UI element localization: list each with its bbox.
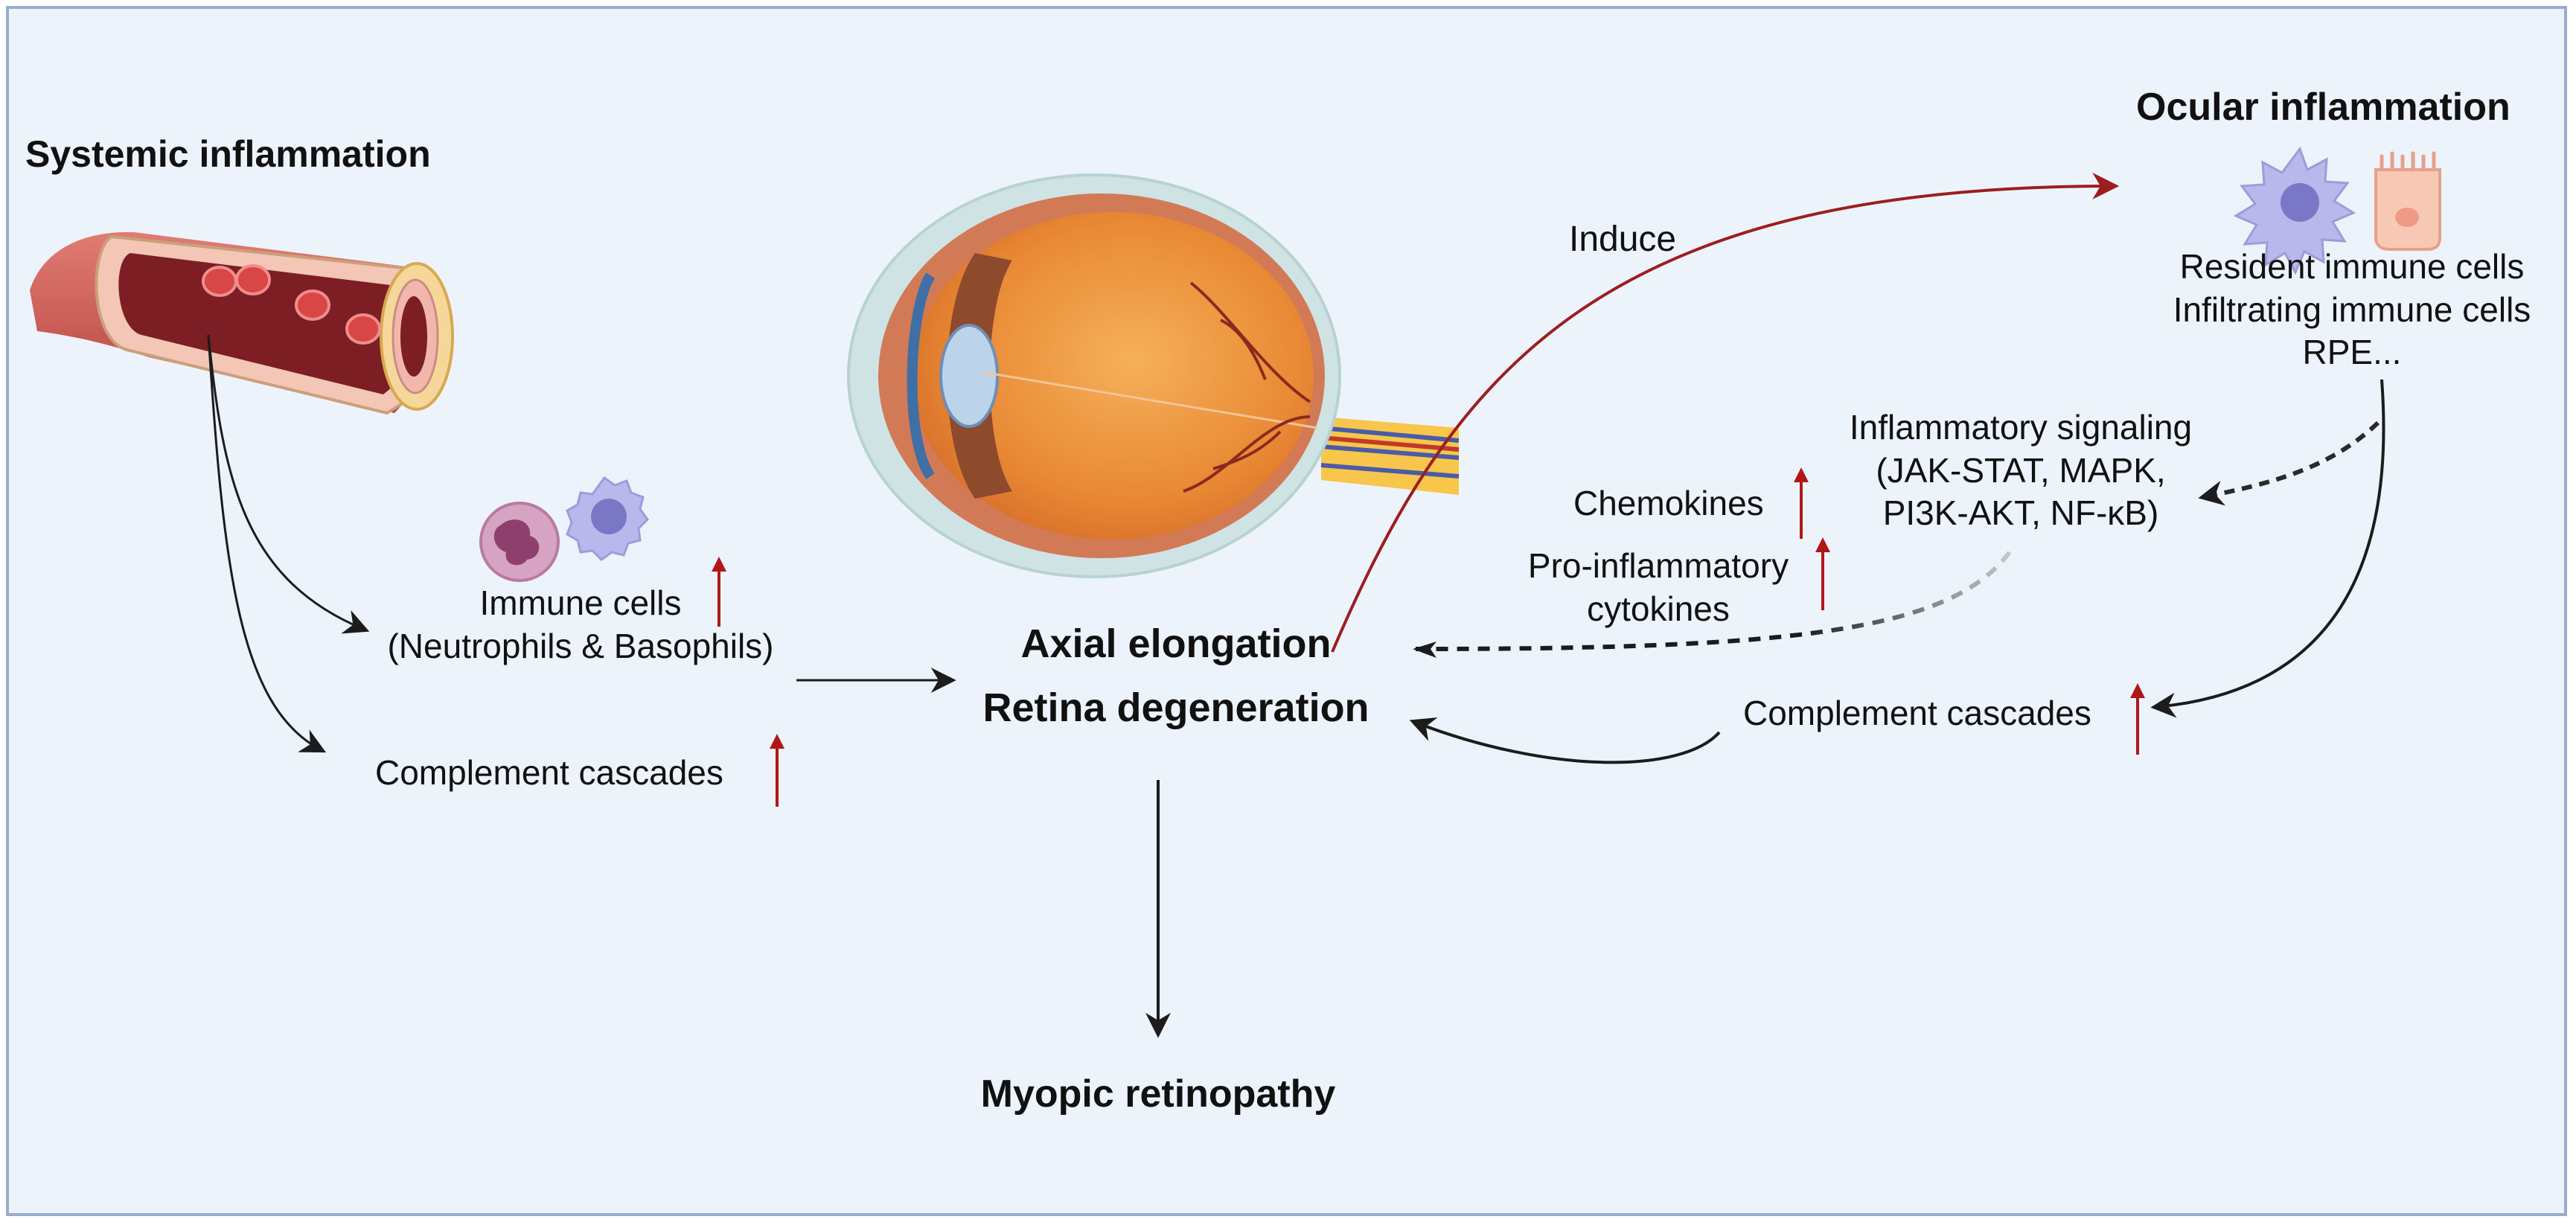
- retina-degeneration-label: Retina degeneration: [982, 685, 1370, 730]
- increase-arrow-systemic-complement: [770, 734, 784, 807]
- myopic-retinopathy-label: Myopic retinopathy: [980, 1072, 1336, 1116]
- arrow-cytokines-to-center: [1415, 551, 2012, 651]
- systemic-inflammation-title: Systemic inflammation: [25, 133, 431, 175]
- induce-arrow: [1331, 173, 2120, 653]
- chemokines-label: Chemokines: [1573, 484, 1764, 522]
- arrow-vessel-to-immune-cells: [207, 334, 370, 634]
- increase-arrow-immune-cells: [712, 557, 726, 627]
- increase-arrow-cytokines: [1815, 537, 1830, 610]
- rpe-cell-icon: [2374, 151, 2441, 251]
- signaling-line1: Inflammatory signaling: [1849, 408, 2193, 447]
- ocular-cells-line1: Resident immune cells: [2179, 247, 2525, 286]
- signaling-line2: (JAK-STAT, MAPK,: [1876, 450, 2166, 490]
- arrow-vessel-to-complement: [207, 334, 327, 753]
- cytokines-line2: cytokines: [1587, 589, 1730, 628]
- induce-label: Induce: [1569, 220, 1677, 259]
- ocular-cells-line3: RPE...: [2302, 333, 2402, 371]
- ocular-complement-label: Complement cascades: [1743, 694, 2091, 732]
- axial-elongation-label: Axial elongation: [1020, 621, 1332, 666]
- resident-immune-cell-icon: [2233, 146, 2356, 275]
- systemic-complement-label: Complement cascades: [375, 753, 723, 792]
- inflammatory-signaling-label: Inflammatory signaling (JAK-STAT, MAPK, …: [1816, 406, 2225, 535]
- immune-cells-line1: Immune cells: [479, 583, 682, 622]
- arrow-ocular-cells-to-complement: [2150, 379, 2385, 718]
- increase-arrow-chemokines: [1794, 467, 1809, 539]
- signaling-line3: PI3K-AKT, NF-κB): [1882, 493, 2159, 532]
- basophil-icon: [566, 476, 649, 561]
- immune-cells-label: Immune cells (Neutrophils & Basophils): [365, 582, 796, 668]
- immune-cells-line2: (Neutrophils & Basophils): [387, 626, 774, 665]
- cytokines-label: Pro-inflammatory cytokines: [1509, 545, 1807, 630]
- neutrophil-icon: [479, 502, 560, 582]
- diagram-frame: [6, 6, 2567, 1216]
- ocular-cells-line2: Infiltrating immune cells: [2173, 290, 2531, 329]
- eye-anatomy-icon: [847, 173, 1460, 578]
- cytokines-line1: Pro-inflammatory: [1527, 546, 1789, 585]
- blood-vessel-icon: [30, 231, 454, 415]
- ocular-cells-label: Resident immune cells Infiltrating immun…: [2151, 246, 2553, 374]
- arrow-ocular-cells-to-signaling: [2198, 420, 2380, 506]
- arrow-ocular-complement-to-center: [1409, 717, 1721, 764]
- increase-arrow-ocular-complement: [2130, 683, 2145, 755]
- ocular-inflammation-title: Ocular inflammation: [2136, 86, 2511, 129]
- arrow-cytokines-to-center-head: [1413, 642, 1436, 658]
